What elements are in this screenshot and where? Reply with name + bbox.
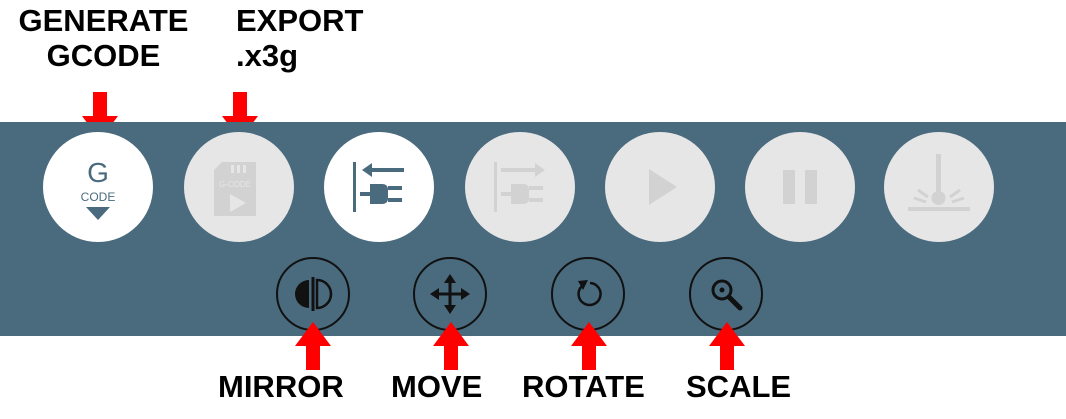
scale-annotation: SCALE bbox=[686, 369, 792, 404]
move-button[interactable] bbox=[413, 257, 487, 331]
pause-button[interactable] bbox=[745, 132, 855, 242]
plug-connect-icon bbox=[353, 162, 404, 212]
play-icon bbox=[649, 169, 677, 205]
sd-card-play-icon: G-CODE bbox=[214, 162, 256, 216]
mirror-icon bbox=[295, 277, 333, 311]
up-arrow-mirror bbox=[295, 322, 331, 370]
up-arrow-scale bbox=[709, 322, 745, 370]
gcode-letter: G bbox=[87, 157, 109, 188]
annotation-line-1: EXPORT bbox=[236, 3, 364, 38]
scale-button[interactable] bbox=[689, 257, 763, 331]
move-annotation: MOVE bbox=[391, 369, 483, 404]
laser-button[interactable] bbox=[884, 132, 994, 242]
generate-gcode-button[interactable]: G CODE bbox=[43, 132, 153, 242]
move-arrows-icon bbox=[430, 274, 470, 314]
gcode-download-icon: G CODE bbox=[81, 157, 116, 220]
rotate-button[interactable] bbox=[551, 257, 625, 331]
laser-head-icon bbox=[908, 154, 970, 211]
magnifier-icon bbox=[711, 279, 743, 311]
disconnect-button[interactable] bbox=[465, 132, 575, 242]
connect-button[interactable] bbox=[324, 132, 434, 242]
pause-icon bbox=[783, 170, 817, 204]
annotation-line-2: GCODE bbox=[46, 37, 161, 73]
mirror-annotation: MIRROR bbox=[218, 369, 344, 404]
export-x3g-annotation: EXPORT .x3g bbox=[236, 3, 364, 73]
rotate-icon bbox=[577, 280, 602, 307]
gcode-caption: CODE bbox=[81, 190, 116, 204]
export-x3g-button[interactable]: G-CODE bbox=[184, 132, 294, 242]
up-arrow-rotate bbox=[571, 322, 607, 370]
annotation-line-1: GENERATE bbox=[18, 3, 189, 38]
mirror-button[interactable] bbox=[276, 257, 350, 331]
generate-gcode-annotation: GENERATE GCODE bbox=[6, 3, 201, 73]
export-caption: G-CODE bbox=[219, 180, 251, 189]
up-arrow-move bbox=[433, 322, 469, 370]
play-button[interactable] bbox=[605, 132, 715, 242]
annotation-line-2: .x3g bbox=[236, 37, 299, 73]
plug-disconnect-icon bbox=[494, 162, 545, 212]
toolbar: G CODE G-CODE bbox=[0, 122, 1066, 336]
rotate-annotation: ROTATE bbox=[522, 369, 645, 404]
